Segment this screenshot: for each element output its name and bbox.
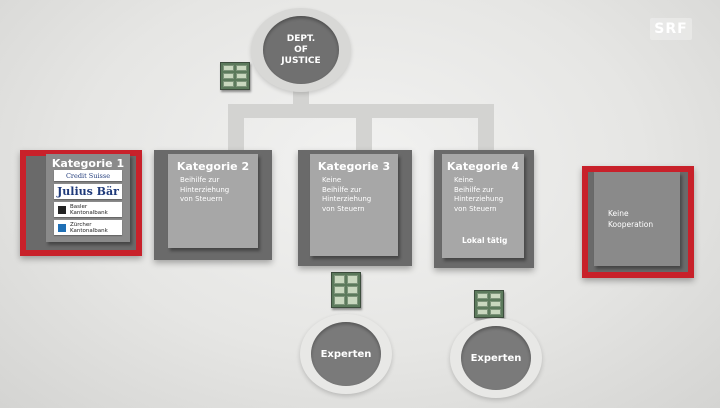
no-cooperation-description: Keine Kooperation xyxy=(608,209,654,229)
category-4-box: Kategorie 4 Keine Beihilfe zur Hinterzie… xyxy=(434,150,534,268)
no-cooperation-box: Keine Kooperation xyxy=(582,166,694,278)
basel-mark-icon xyxy=(58,205,66,214)
experts-node-2: Experten xyxy=(450,318,542,398)
broadcaster-logo: SRF xyxy=(650,18,692,40)
connector-cat2 xyxy=(228,104,244,152)
category-3-box: Kategorie 3 Keine Beihilfe zur Hinterzie… xyxy=(298,150,412,266)
bank-logo-julius-baer: Julius Bär xyxy=(54,184,122,199)
category-2-box: Kategorie 2 Beihilfe zur Hinterziehung v… xyxy=(154,150,272,260)
bank-logo-basler-kantonalbank: Basler Kantonalbank xyxy=(54,202,122,217)
bank-logo-credit-suisse: Credit Suisse xyxy=(54,170,122,181)
experts-label-2: Experten xyxy=(461,326,531,390)
bank-logo-zuercher-kantonalbank: Zürcher Kantonalbank xyxy=(54,220,122,235)
no-cooperation-card: Keine Kooperation xyxy=(594,172,680,266)
category-1-card: Kategorie 1 Credit Suisse Julius Bär Bas… xyxy=(46,154,130,242)
category-2-title: Kategorie 2 xyxy=(176,160,250,173)
category-4-description: Keine Beihilfe zur Hinterziehung von Ste… xyxy=(454,176,504,213)
category-4-title: Kategorie 4 xyxy=(446,160,520,173)
category-2-card: Kategorie 2 Beihilfe zur Hinterziehung v… xyxy=(168,154,258,248)
category-2-description: Beihilfe zur Hinterziehung von Steuern xyxy=(180,176,230,203)
zkb-mark-icon xyxy=(58,223,66,232)
category-3-title: Kategorie 3 xyxy=(317,160,391,173)
category-3-card: Kategorie 3 Keine Beihilfe zur Hinterzie… xyxy=(310,154,398,256)
connector-cat4 xyxy=(478,104,494,152)
category-1-box: Kategorie 1 Credit Suisse Julius Bär Bas… xyxy=(20,150,142,256)
money-stack-icon xyxy=(220,62,250,90)
category-3-description: Keine Beihilfe zur Hinterziehung von Ste… xyxy=(322,176,372,213)
money-stack-icon xyxy=(474,290,504,318)
dept-of-justice-node: DEPT. OF JUSTICE xyxy=(251,8,351,92)
category-4-extra: Lokal tätig xyxy=(462,236,508,245)
dept-of-justice-label: DEPT. OF JUSTICE xyxy=(263,16,339,84)
experts-node-1: Experten xyxy=(300,314,392,394)
category-4-card: Kategorie 4 Keine Beihilfe zur Hinterzie… xyxy=(442,154,524,258)
connector-cat3 xyxy=(356,104,372,152)
category-1-title: Kategorie 1 xyxy=(51,157,125,170)
money-stack-icon xyxy=(331,272,361,308)
experts-label-1: Experten xyxy=(311,322,381,386)
